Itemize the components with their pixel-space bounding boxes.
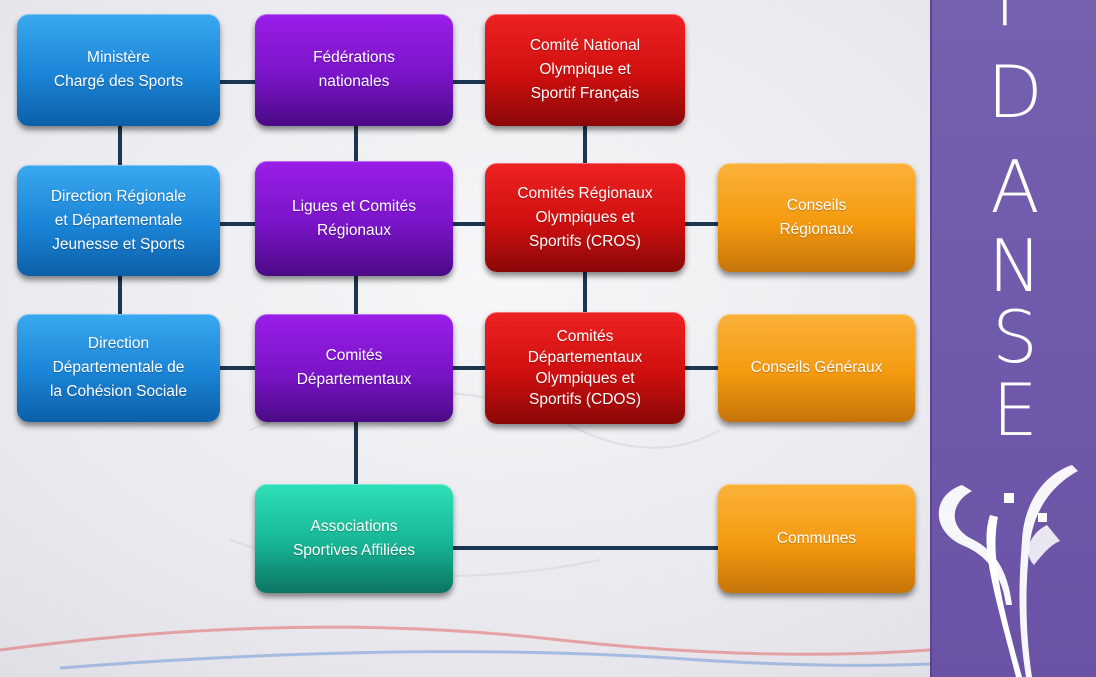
connector-lines (118, 80, 718, 550)
node-ministere: Ministère Chargé des Sports (17, 14, 220, 126)
node-drdjs: Direction Régionale et Départementale Je… (17, 165, 220, 276)
panel-letter-n: N (988, 224, 1042, 308)
panel-letter-e: E (992, 368, 1038, 452)
panel-letter-d: D (987, 50, 1043, 134)
node-ddcs: Direction Départementale de la Cohésion … (17, 314, 220, 422)
panel-letter-a: A (990, 145, 1040, 229)
node-conseils-regionaux: Conseils Régionaux (718, 163, 915, 272)
node-communes: Communes (718, 484, 915, 593)
node-comites-departementaux: Comités Départementaux (255, 314, 453, 422)
node-conseils-generaux: Conseils Généraux (718, 314, 915, 422)
node-cnosf: Comité National Olympique et Sportif Fra… (485, 14, 685, 126)
node-federations: Fédérations nationales (255, 14, 453, 126)
node-cdos: Comités Départementaux Olympiques et Spo… (485, 312, 685, 424)
node-ligues: Ligues et Comités Régionaux (255, 161, 453, 276)
node-associations: Associations Sportives Affiliées (255, 484, 453, 593)
side-panel-fdanse: F D A N S E (930, 0, 1096, 677)
panel-letter-s: S (992, 295, 1038, 379)
node-cros: Comités Régionaux Olympiques et Sportifs… (485, 163, 685, 272)
dancer-logo-icon (938, 465, 1078, 677)
panel-letter-f: F (994, 0, 1036, 42)
